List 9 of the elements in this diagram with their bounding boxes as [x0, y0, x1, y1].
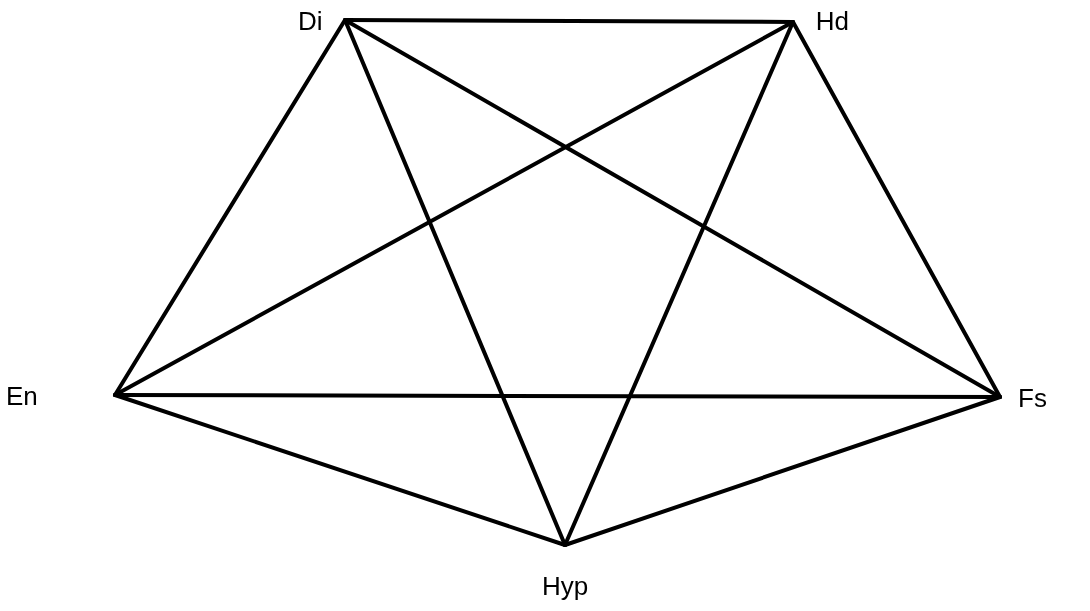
vertex-label: Hd [793, 2, 853, 40]
edge-line [343, 18, 795, 24]
vertex-label: Fs [998, 379, 1053, 417]
edge-line [113, 393, 567, 547]
edge-line [113, 393, 1002, 399]
edge-line [563, 395, 1002, 547]
vertex-label: Hyp [528, 545, 602, 601]
vertex-label: Di [292, 2, 347, 40]
vertex-label: En [2, 377, 117, 415]
